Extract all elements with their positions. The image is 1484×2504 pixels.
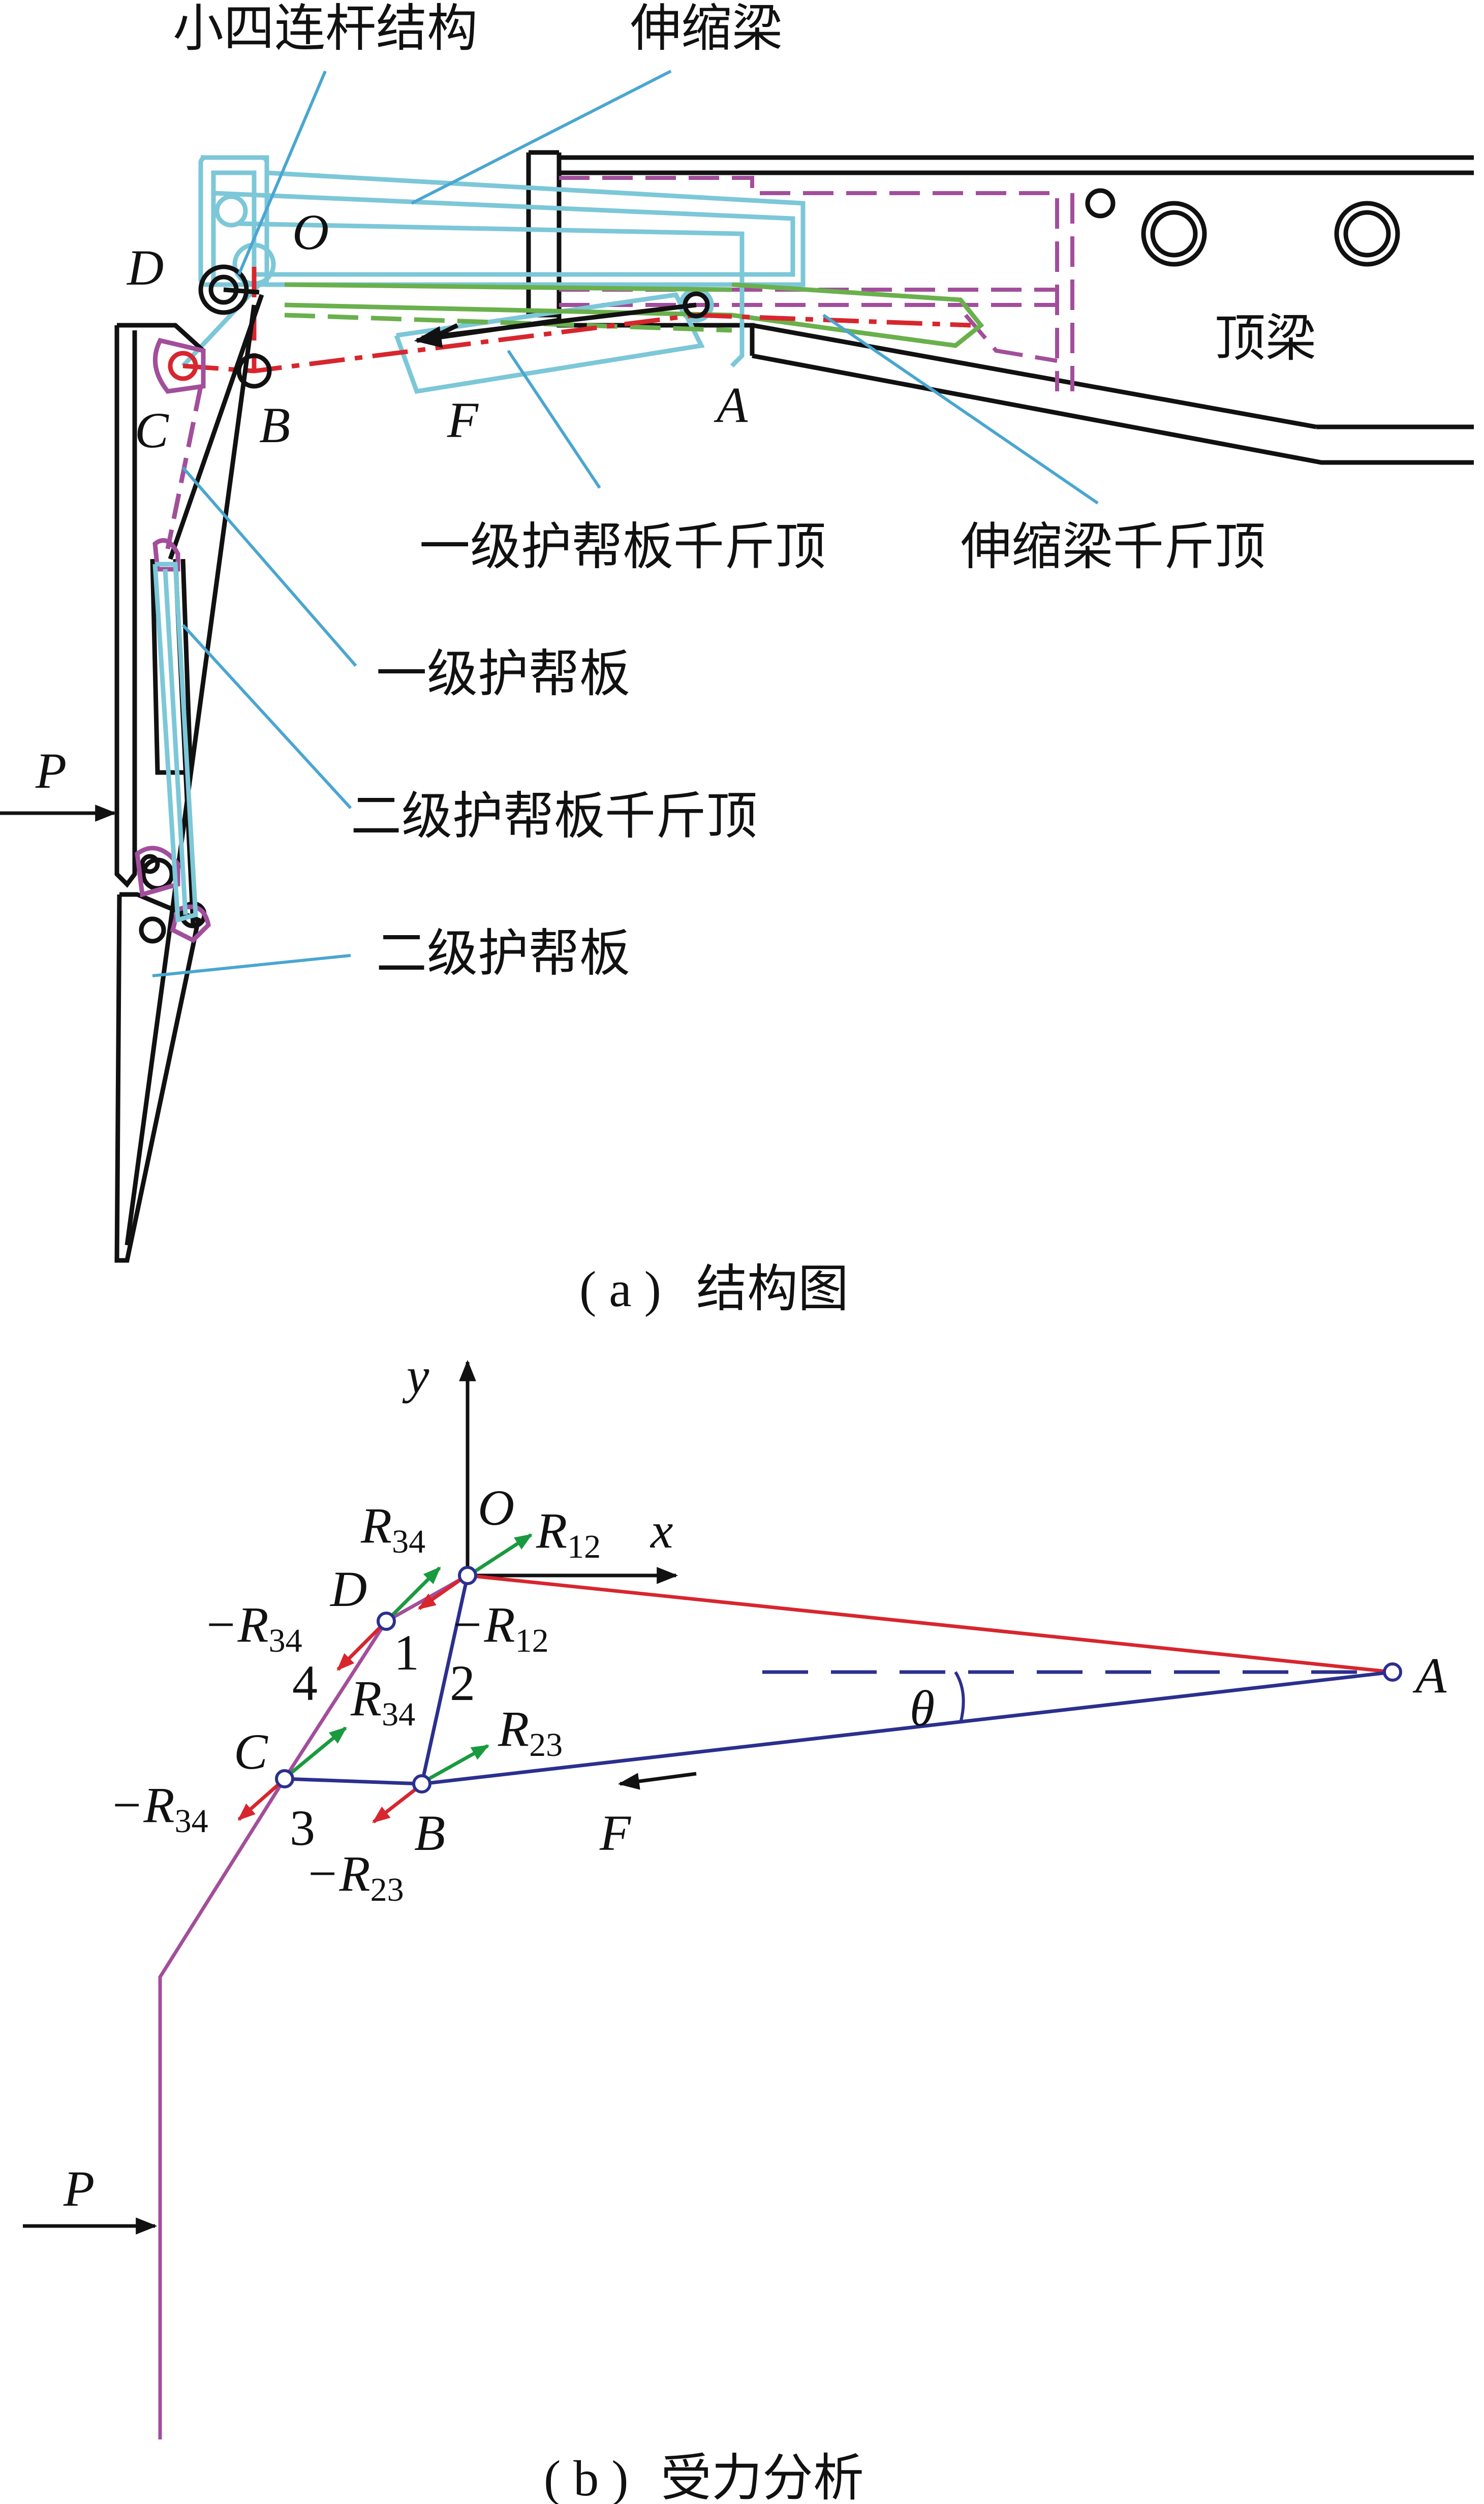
joint-A [1383, 1662, 1402, 1682]
joint-B [412, 1774, 431, 1794]
joint-C [275, 1769, 294, 1788]
arrow-minus-R23 [372, 1785, 421, 1823]
arrow-minus-R12 [418, 1575, 467, 1610]
leader-lines [152, 70, 1099, 977]
link-CB [284, 1777, 422, 1786]
point-O-a: O [292, 204, 329, 260]
force-label-R23: R23 [498, 1701, 563, 1764]
link-number-4: 4 [292, 1655, 318, 1711]
joint-O [458, 1566, 477, 1585]
point-P-a: P [35, 743, 67, 799]
force-F-arrow-b [617, 1772, 697, 1790]
y-axis-label: y [402, 1347, 429, 1404]
label-first-guard-jack: 一级护帮板千斤顶 [419, 517, 826, 576]
caption-b-tag: ( b ) [544, 2450, 629, 2504]
label-telescopic-jack: 伸缩梁千斤顶 [961, 517, 1265, 576]
force-diagram: y x θ F [23, 1347, 1447, 2504]
force-arrows [237, 1533, 533, 1823]
link-OB [420, 1575, 470, 1784]
label-telescopic-beam: 伸缩梁 [630, 0, 783, 58]
arrow-R12 [469, 1533, 533, 1576]
link-number-1: 1 [394, 1624, 419, 1681]
label-first-guard-plate: 一级护帮板 [376, 644, 630, 703]
second-guard-jack-cyan [152, 562, 198, 923]
point-B-b: B [414, 1805, 445, 1861]
point-B-a: B [259, 397, 290, 453]
top-beam-outline [526, 150, 1474, 465]
structure-diagram: 小四连杆结构 伸缩梁 顶梁 一级护帮板千斤顶 伸缩梁千斤顶 一级护帮板 二级护帮… [0, 0, 1474, 1318]
force-label-minus-R34-top: −R34 [203, 1596, 302, 1659]
label-small-four-bar: 小四连杆结构 [173, 0, 478, 58]
force-label-minus-R12: −R12 [450, 1596, 549, 1659]
arrow-R34-mid [286, 1726, 347, 1778]
point-A-b: A [1412, 1647, 1447, 1704]
force-label-minus-R34-mid: −R34 [109, 1777, 208, 1840]
point-D-b: D [329, 1561, 367, 1617]
force-label-minus-R23: −R23 [305, 1845, 404, 1908]
theta-label: θ [910, 1680, 935, 1737]
link-number-3: 3 [290, 1800, 315, 1856]
telescopic-jack-green [284, 282, 984, 348]
joint-D [377, 1612, 396, 1631]
caption-a-tag: ( a ) [579, 1261, 661, 1317]
point-P-b: P [63, 2160, 95, 2217]
caption-b-text: 受力分析 [661, 2448, 864, 2504]
point-O-b: O [478, 1479, 514, 1536]
point-A-a: A [714, 377, 748, 433]
point-F-a: F [447, 392, 479, 448]
four-bar-cyan [181, 155, 806, 394]
label-top-beam: 顶梁 [1215, 308, 1316, 368]
force-label-R34-mid: R34 [350, 1670, 415, 1733]
arrow-R34-top [387, 1566, 441, 1620]
link-OA-red [467, 1573, 1393, 1674]
link-number-2: 2 [450, 1655, 475, 1711]
arrow-minus-R34-top [336, 1622, 385, 1671]
label-second-guard-jack: 二级护帮板千斤顶 [351, 786, 757, 846]
joints [275, 1566, 1402, 1794]
force-F-label-b: F [599, 1805, 631, 1861]
theta-arc [954, 1671, 965, 1723]
point-D-a: D [126, 239, 164, 296]
linkage-black [125, 264, 710, 1246]
label-second-guard-plate: 二级护帮板 [376, 923, 630, 983]
arrow-R23 [423, 1744, 490, 1783]
force-label-R12: R12 [536, 1502, 601, 1565]
force-F-arrow [414, 318, 560, 348]
link-BA-jack [421, 1670, 1393, 1786]
x-axis-label: x [650, 1502, 673, 1559]
point-C-b: C [234, 1723, 268, 1780]
force-label-R34-top: R34 [360, 1497, 425, 1560]
caption-a-text: 结构图 [696, 1259, 849, 1318]
point-C-a: C [135, 402, 169, 458]
arrow-minus-R34-mid [237, 1780, 284, 1821]
